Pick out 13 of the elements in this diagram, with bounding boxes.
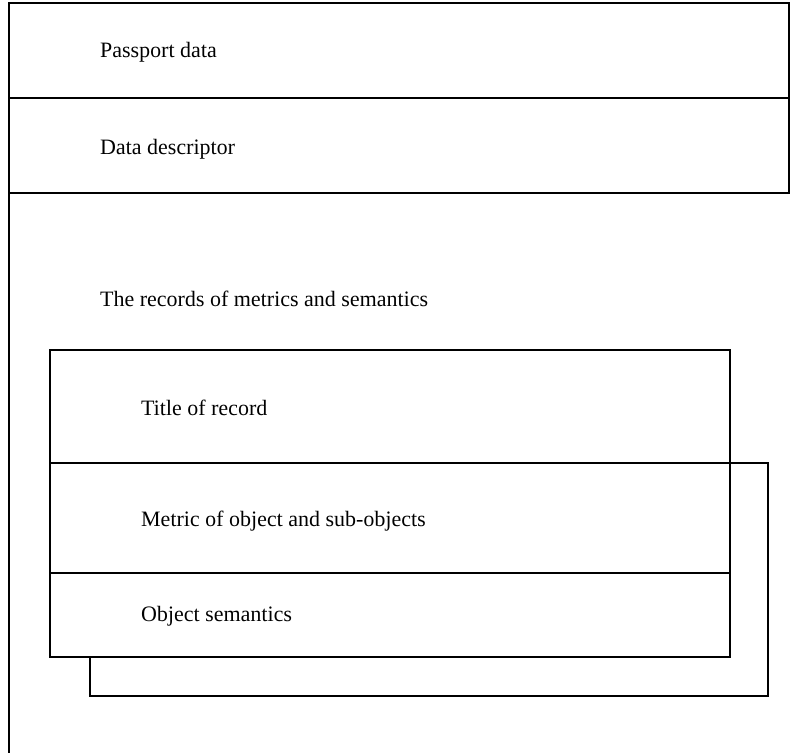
row-label: Metric of object and sub-objects (141, 506, 426, 532)
section-band (8, 97, 790, 194)
section-heading: The records of metrics and semantics (100, 286, 428, 312)
row-label: Data descriptor (100, 134, 235, 160)
record-row (49, 572, 731, 658)
record-row (49, 349, 731, 464)
row-label: Passport data (100, 37, 217, 63)
section-band (8, 192, 790, 753)
section-band (8, 2, 790, 99)
row-label: Title of record (141, 395, 268, 421)
record-box-shadow (89, 462, 769, 697)
record-row (49, 462, 731, 574)
row-label: Object semantics (141, 601, 292, 627)
